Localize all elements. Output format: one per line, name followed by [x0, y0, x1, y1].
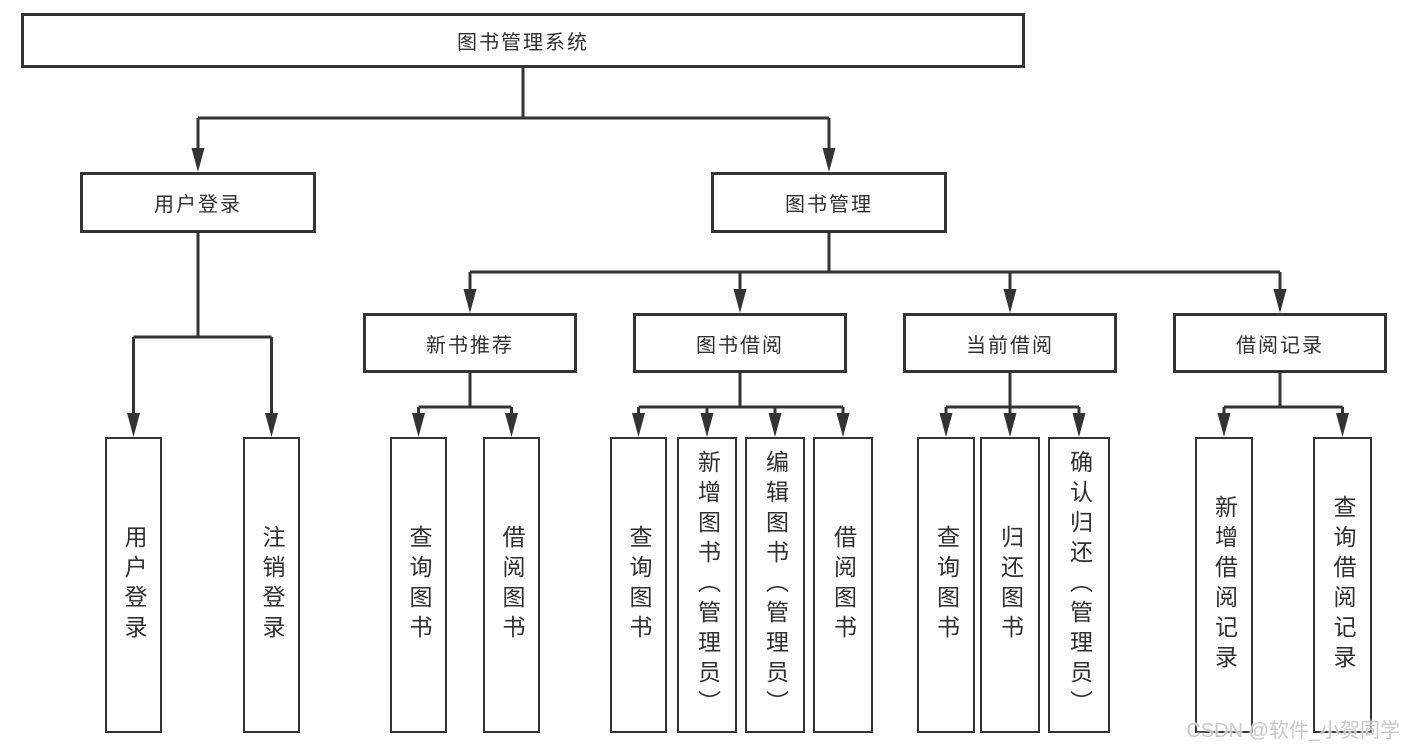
leaf-current-query-book: 查询图书 [917, 437, 975, 733]
leaf-confirm-return-admin-label: 确认归还（管理员） [1066, 450, 1093, 720]
arrowhead-icon [127, 413, 140, 437]
node-root: 图书管理系统 [21, 13, 1025, 68]
leaf-recommend-query-book: 查询图书 [390, 437, 447, 733]
connector-bookborrow-to-leaves [637, 373, 845, 415]
connector-borrowrecord-to-leaves [1222, 373, 1344, 415]
arrowhead-icon [191, 148, 205, 172]
arrowhead-icon [1003, 413, 1017, 437]
leaf-confirm-return-admin: 确认归还（管理员） [1048, 437, 1110, 733]
leaf-logout-label: 注销登录 [259, 525, 285, 645]
node-root-label: 图书管理系统 [457, 32, 589, 54]
leaf-edit-book-admin-label: 编辑图书（管理员） [762, 450, 789, 720]
node-book-borrow-label: 图书借阅 [696, 334, 784, 357]
node-book-borrow: 图书借阅 [633, 313, 847, 373]
arrowhead-icon [1003, 289, 1017, 313]
leaf-recommend-query-book-label: 查询图书 [406, 525, 432, 645]
leaf-query-borrow-record: 查询借阅记录 [1313, 437, 1372, 733]
arrowhead-icon [768, 413, 782, 437]
arrowhead-icon [265, 413, 278, 437]
leaf-recommend-borrow-book-label: 借阅图书 [499, 525, 525, 645]
arrowhead-icon [463, 289, 477, 313]
watermark: CSDN @软件_小贺同学 [1186, 720, 1400, 742]
leaf-current-query-book-label: 查询图书 [933, 525, 960, 645]
node-book-management: 图书管理 [711, 172, 947, 233]
connector-currentborrow-to-leaves [944, 373, 1081, 415]
node-borrow-record: 借阅记录 [1173, 313, 1387, 373]
node-book-management-label: 图书管理 [785, 194, 873, 216]
leaf-borrow-query-book-label: 查询图书 [626, 525, 652, 645]
node-current-borrow-label: 当前借阅 [966, 334, 1054, 357]
arrowhead-icon [1072, 413, 1086, 437]
node-new-book-recommend: 新书推荐 [363, 313, 577, 373]
arrowhead-icon [1336, 413, 1349, 437]
leaf-return-book: 归还图书 [980, 437, 1040, 733]
arrowhead-icon [632, 413, 645, 437]
connector-userlogin-to-leaves [132, 233, 273, 415]
arrowhead-icon [505, 413, 518, 437]
leaf-borrow-query-book: 查询图书 [610, 437, 667, 733]
arrowhead-icon [836, 413, 850, 437]
node-borrow-record-label: 借阅记录 [1236, 334, 1324, 357]
leaf-borrow-book-label: 借阅图书 [830, 525, 857, 645]
node-new-book-recommend-label: 新书推荐 [426, 334, 514, 357]
arrowhead-icon [822, 148, 836, 172]
arrowheads [127, 148, 1349, 437]
connector-root-to-level2 [196, 68, 831, 150]
node-current-borrow: 当前借阅 [903, 313, 1117, 373]
arrowhead-icon [1273, 289, 1287, 313]
arrowhead-icon [700, 413, 714, 437]
leaf-user-login: 用户登录 [105, 437, 162, 733]
arrowhead-icon [1217, 413, 1231, 437]
node-user-login-label: 用户登录 [154, 194, 242, 216]
connector-bookmgmt-to-level3 [468, 233, 1282, 291]
arrowhead-icon [939, 413, 953, 437]
leaf-add-borrow-record-label: 新增借阅记录 [1211, 495, 1238, 675]
connector-paths [132, 68, 1344, 415]
leaf-add-book-admin: 新增图书（管理员） [677, 437, 737, 733]
connector-newbookrec-to-leaves [417, 373, 513, 415]
arrowhead-icon [412, 413, 425, 437]
leaf-user-login-label: 用户登录 [121, 525, 147, 645]
leaf-recommend-borrow-book: 借阅图书 [483, 437, 540, 733]
leaf-add-book-admin-label: 新增图书（管理员） [694, 450, 721, 720]
leaf-edit-book-admin: 编辑图书（管理员） [745, 437, 805, 733]
leaf-return-book-label: 归还图书 [997, 525, 1024, 645]
arrowhead-icon [733, 289, 747, 313]
node-user-login: 用户登录 [80, 172, 316, 233]
leaf-logout: 注销登录 [243, 437, 300, 733]
leaf-query-borrow-record-label: 查询借阅记录 [1330, 495, 1356, 675]
leaf-add-borrow-record: 新增借阅记录 [1195, 437, 1253, 733]
leaf-borrow-book: 借阅图书 [813, 437, 873, 733]
